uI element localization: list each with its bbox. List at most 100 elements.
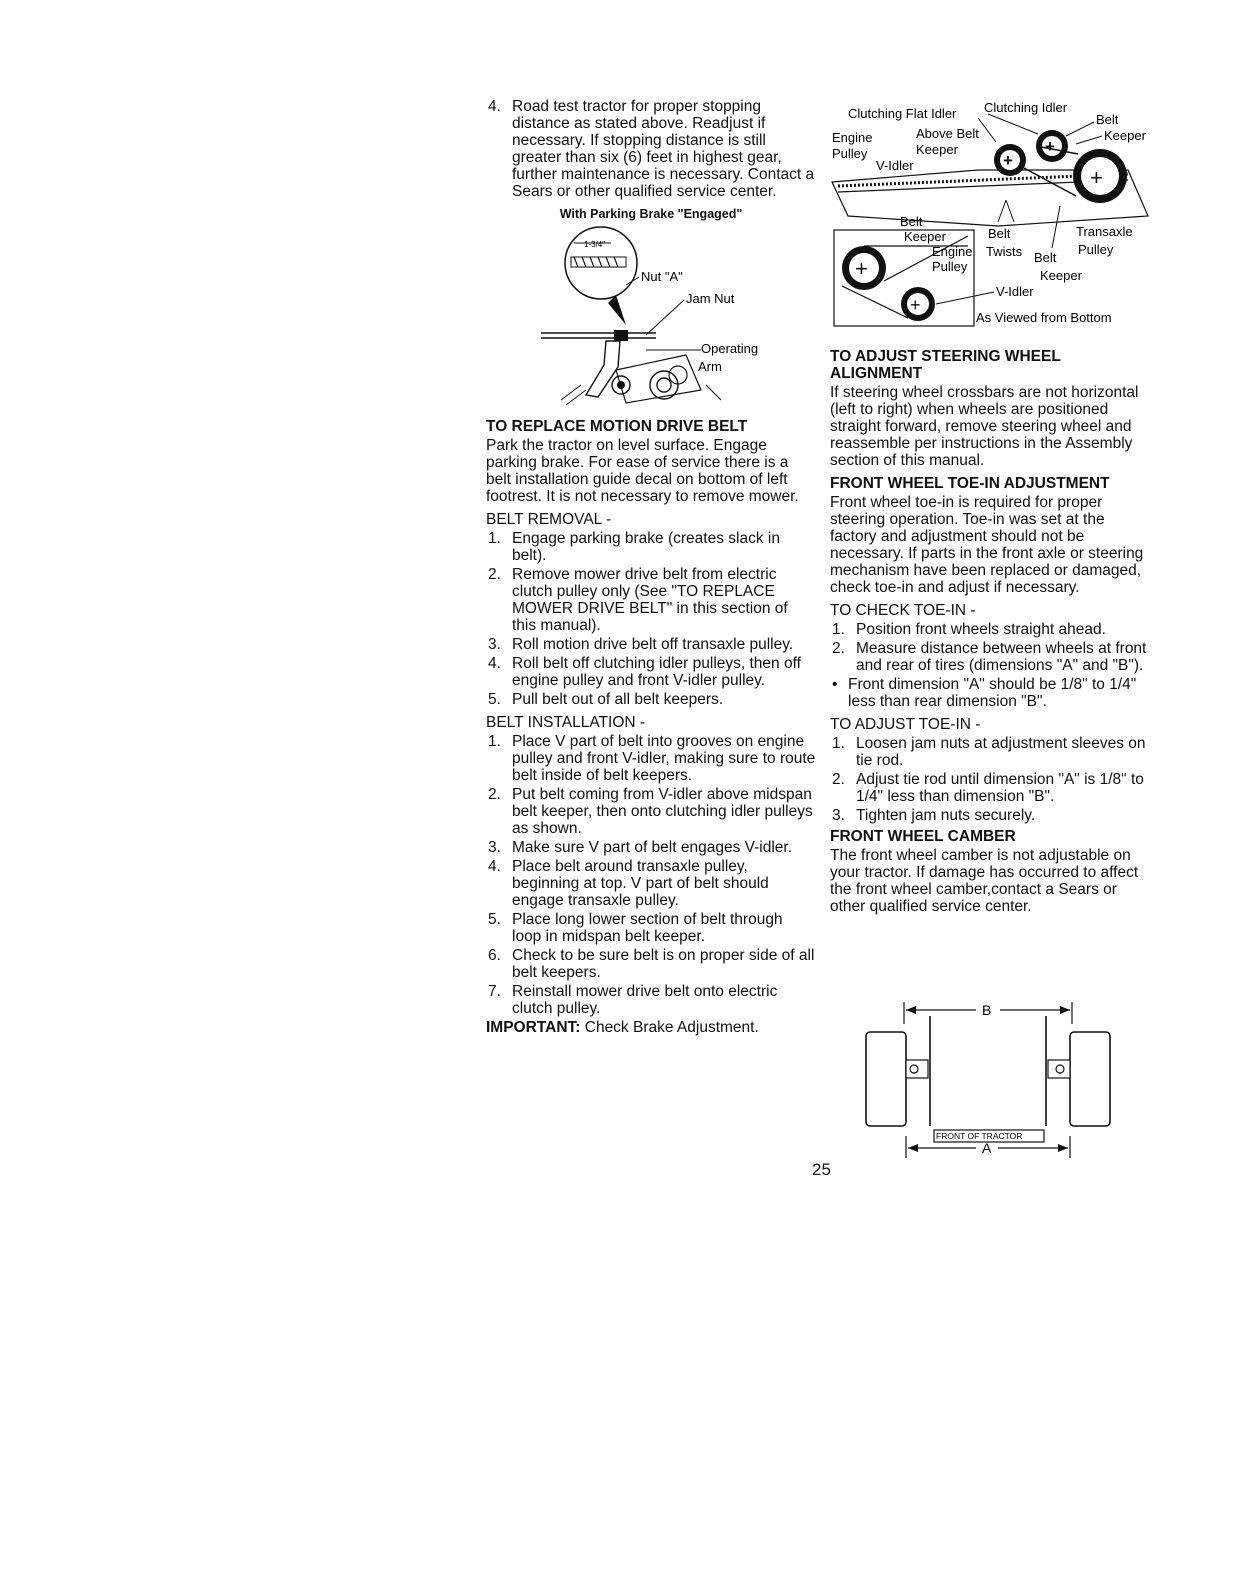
belt-twists-label: Belt — [988, 226, 1011, 241]
install-heading: BELT INSTALLATION - — [486, 714, 646, 731]
motion-belt-heading: TO REPLACE MOTION DRIVE BELT — [486, 418, 748, 435]
list-item: 3.Tighten jam nuts securely. — [830, 807, 1155, 824]
keeper-mid-label: Keeper — [916, 142, 959, 157]
list-item: 2. Adjust tie rod until dimension "A" is … — [830, 771, 1155, 805]
list-item: 6.Check to be sure belt is on proper sid… — [486, 947, 816, 981]
install-list: 1. Place V part of belt into grooves on e… — [486, 733, 816, 1017]
nut-a-label: Nut "A" — [641, 269, 683, 284]
step-number: 4. — [488, 655, 501, 672]
engine-pulley-label-2: Pulley — [932, 259, 968, 274]
list-item: 4. Roll belt off clutching idler pulleys,… — [486, 655, 816, 689]
step-text: Roll belt off clutching idler pulleys, t… — [512, 655, 801, 689]
viewed-from-bottom-label: As Viewed from Bottom — [976, 310, 1112, 325]
belt-twists-label-2: Twists — [986, 244, 1023, 259]
camber-heading: FRONT WHEEL CAMBER — [830, 828, 1016, 845]
list-item: 7.Reinstall mower drive belt onto electr… — [486, 983, 816, 1017]
step-number: 3. — [488, 636, 501, 653]
check-toein-heading: TO CHECK TOE-IN - — [830, 602, 976, 619]
transaxle-pulley-label: Pulley — [1078, 242, 1114, 257]
step-number: 1. — [488, 733, 501, 750]
dim-label: 1-3/4" — [584, 240, 605, 249]
list-item: 1. Place V part of belt into grooves on e… — [486, 733, 816, 784]
engine-label: Engine — [832, 130, 872, 145]
arm-label: Arm — [698, 359, 722, 374]
step-number: 2. — [488, 786, 501, 803]
magnifier-circle — [564, 226, 638, 300]
step-number: 1. — [832, 621, 845, 638]
keeper-top-label: Keeper — [1104, 128, 1147, 143]
pulley-label: Pulley — [832, 146, 868, 161]
adjust-list: 1. Loosen jam nuts at adjustment sleeves … — [830, 735, 1155, 824]
list-item: 5.Place long lower section of belt throu… — [486, 911, 816, 945]
list-item: 2.Measure distance between wheels at fro… — [830, 640, 1155, 674]
list-item: 4. Road test tractor for proper stopping… — [486, 98, 816, 200]
belt-routing-figure: Clutching Flat Idler Clutching Idler Bel… — [831, 100, 1149, 327]
bottom-view-box — [833, 229, 975, 327]
list-item: 2. Remove mower drive belt from electric … — [486, 566, 816, 634]
belt-keeper-right-label: Belt — [1034, 250, 1057, 265]
steering-text: If steering wheel crossbars are not hori… — [830, 384, 1139, 469]
belt-keeper-left-label-2: Keeper — [904, 229, 947, 244]
step-text: Road test tractor for proper stopping di… — [512, 98, 815, 200]
list-item: 1.Position front wheels straight ahead. — [830, 621, 1155, 638]
step-number: 2. — [832, 771, 845, 788]
step-number: 5. — [488, 691, 501, 708]
removal-list: 1. Engage parking brake (creates slack in… — [486, 530, 816, 708]
v-idler-top-label: V-Idler — [876, 158, 914, 173]
check-list: 1.Position front wheels straight ahead. … — [830, 621, 1155, 674]
step-number: 4. — [488, 858, 501, 875]
check-bullet-list: •Front dimension "A" should be 1/8" to 1… — [830, 676, 1155, 710]
step-text: Measure distance between wheels at front… — [856, 640, 1147, 674]
removal-heading: BELT REMOVAL - — [486, 511, 612, 528]
important-note: IMPORTANT: Check Brake Adjustment. — [486, 1019, 816, 1036]
operating-label: Operating — [701, 341, 758, 356]
spring-coils — [573, 256, 619, 268]
transaxle-body — [615, 354, 702, 404]
step-text: Place belt around transaxle pulley, begi… — [512, 858, 769, 909]
front-of-tractor-label: FRONT OF TRACTOR — [936, 1131, 1022, 1141]
step-text: Adjust tie rod until dimension "A" is 1/… — [856, 771, 1144, 805]
list-item: 2. Put belt coming from V-idler above mid… — [486, 786, 816, 837]
adjust-toein-heading: TO ADJUST TOE-IN - — [830, 716, 981, 733]
dimension-a-label: A — [982, 1140, 992, 1156]
step-text: Engage parking brake (creates slack in b… — [512, 530, 780, 564]
clutching-idler-label: Clutching Idler — [984, 100, 1068, 115]
step-number: 7. — [488, 983, 501, 1000]
step-text: Tighten jam nuts securely. — [856, 807, 1036, 824]
step-number: 4. — [488, 98, 501, 115]
step-text: Make sure V part of belt engages V-idler… — [512, 839, 793, 856]
svg-text:+: + — [1045, 137, 1055, 156]
motion-belt-intro: Park the tractor on level surface. Engag… — [486, 437, 799, 505]
svg-text:+: + — [1090, 165, 1103, 190]
toe-in-figure: B FRONT OF TRACTOR A — [865, 1002, 1111, 1158]
step-number: 1. — [488, 530, 501, 547]
bullet-text: Front dimension "A" should be 1/8" to 1/… — [848, 676, 1137, 710]
above-belt-label: Above Belt — [916, 126, 979, 141]
toein-text: Front wheel toe-in is required for prope… — [830, 494, 1144, 596]
camber-text: The front wheel camber is not adjustable… — [830, 847, 1139, 915]
v-idler-bottom-label: V-Idler — [996, 284, 1034, 299]
svg-text:+: + — [910, 295, 921, 315]
belt-keeper-right-label-2: Keeper — [1040, 268, 1083, 283]
step-text: Put belt coming from V-idler above midsp… — [512, 786, 813, 837]
list-item: 3.Make sure V part of belt engages V-idl… — [486, 839, 816, 856]
step-number: 2. — [488, 566, 501, 583]
step-text: Loosen jam nuts at adjustment sleeves on… — [856, 735, 1146, 769]
transaxle-label: Transaxle — [1076, 224, 1133, 239]
step-text: Place V part of belt into grooves on eng… — [512, 733, 816, 784]
steering-heading: TO ADJUST STEERING WHEEL ALIGNMENT — [830, 348, 1061, 382]
step-number: 1. — [832, 735, 845, 752]
brake-figure-caption: With Parking Brake "Engaged" — [559, 207, 743, 221]
step-text: Remove mower drive belt from electric cl… — [512, 566, 788, 634]
left-wheel — [865, 1031, 907, 1127]
dimension-b-label: B — [982, 1002, 991, 1018]
list-item: 1. Engage parking brake (creates slack in… — [486, 530, 816, 564]
step-number: 5. — [488, 911, 501, 928]
belt-keeper-top-label: Belt — [1096, 112, 1119, 127]
brake-step-list: 4. Road test tractor for proper stopping… — [486, 98, 816, 200]
important-text: Check Brake Adjustment. — [584, 1019, 759, 1036]
important-label: IMPORTANT: — [486, 1019, 581, 1036]
left-spindle — [905, 1059, 929, 1079]
list-item: 4. Place belt around transaxle pulley, be… — [486, 858, 816, 909]
belt-keeper-left-label: Belt — [900, 214, 923, 229]
